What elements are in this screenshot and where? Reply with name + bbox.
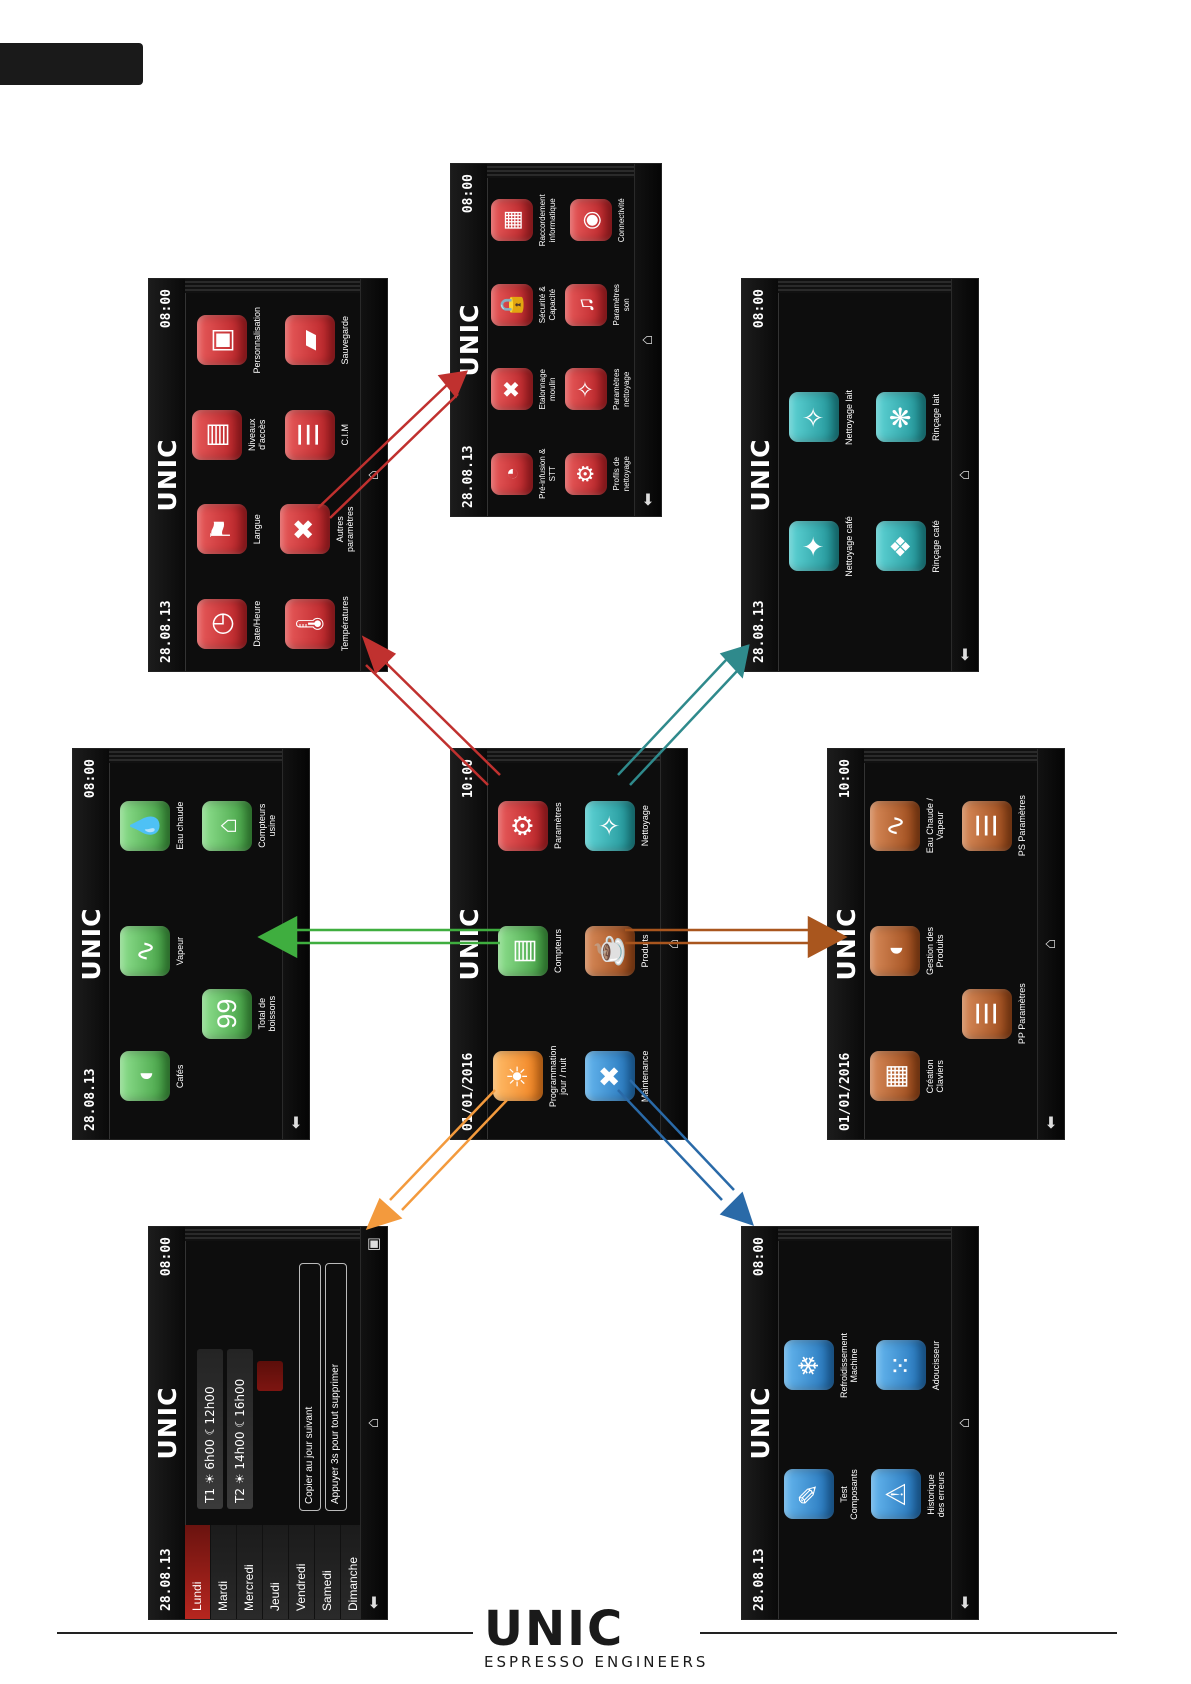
unic-logo: UNIC [484, 1601, 625, 1657]
footer-line-right [700, 1632, 1117, 1634]
screen-maintenance: 28.08.13 UNIC 08:00 ✎Test Composants ❄Re… [741, 1226, 979, 1620]
arrow-to-nettoyage [617, 644, 750, 786]
screen-compteurs: 28.08.13 UNIC 08:00 ◖Cafés ∿Vapeur 💧Eau … [72, 748, 310, 1140]
page-tab [0, 43, 143, 85]
screen-parametres: 28.08.13 UNIC 08:00 ◷Date/Heure ⚑Langue … [148, 278, 388, 672]
arrow-to-maintenance [617, 1079, 754, 1226]
arrow-to-programmation [365, 1089, 508, 1231]
arrow-to-produits [625, 915, 848, 959]
screen-autres-parametres: 28.08.13 UNIC 08:00 ◔Pré-infusion & STT … [450, 163, 662, 517]
arrow-to-parametres [361, 635, 501, 786]
arrow-to-compteurs [257, 915, 500, 959]
tagline: ESPRESSO ENGINEERS [484, 1653, 709, 1671]
screen-nettoyage: 28.08.13 UNIC 08:00 ✦Nettoyage café ✧Net… [741, 278, 979, 672]
footer-line-left [57, 1632, 473, 1634]
arrow-to-autres-parametres [317, 370, 469, 519]
screen-programmation: 28.08.13 UNIC 08:00 Lundi Mardi Mercredi… [148, 1226, 388, 1620]
